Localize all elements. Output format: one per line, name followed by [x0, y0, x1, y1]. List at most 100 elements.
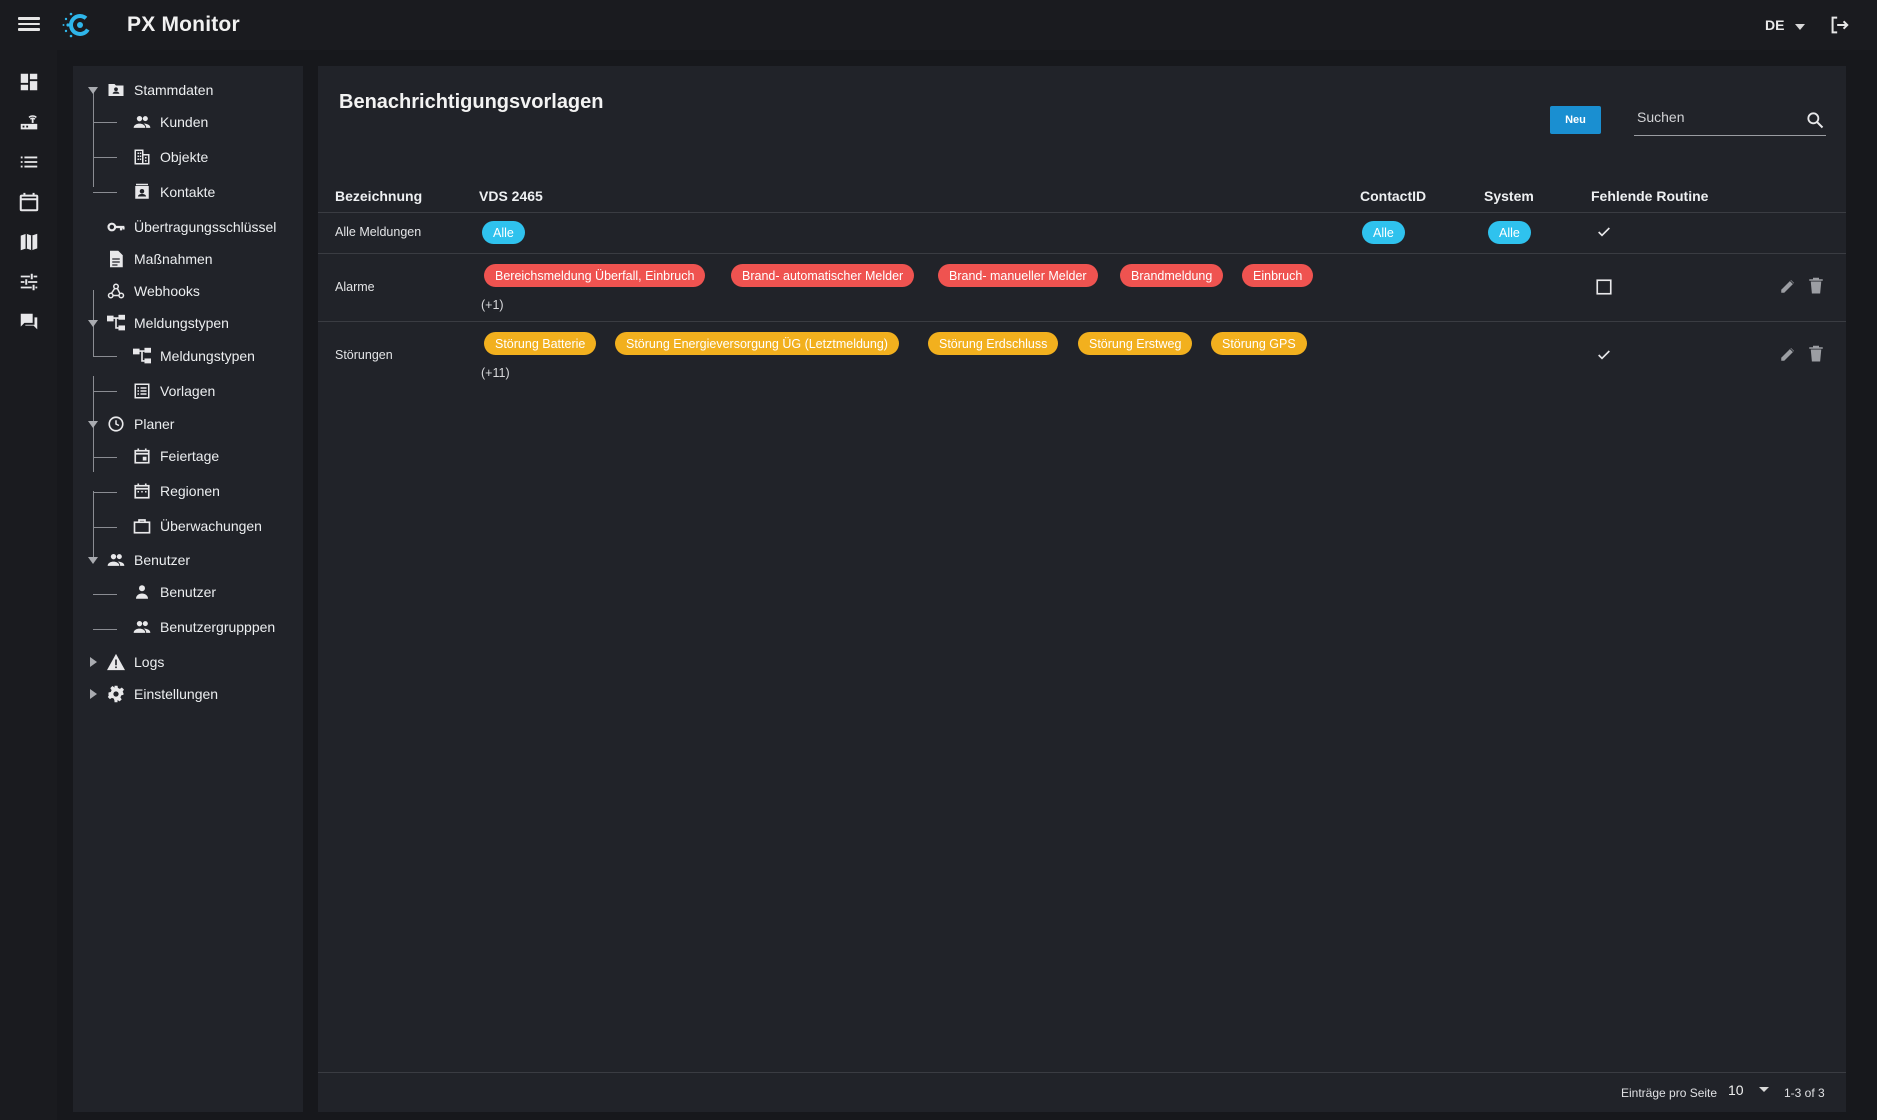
tree-label: Objekte	[160, 149, 209, 165]
chevron-down-icon[interactable]	[1795, 24, 1805, 30]
expand-arrow-icon[interactable]	[90, 657, 97, 667]
check-icon	[1595, 346, 1613, 364]
new-button[interactable]: Neu	[1550, 106, 1601, 134]
tree-connector	[93, 356, 117, 357]
navigation-tree: Stammdaten Kunden Objekte Kontakte Übert…	[73, 66, 303, 1112]
tree-item-objekte[interactable]: Objekte	[132, 145, 208, 169]
vds-chip: Brand- manueller Melder	[938, 264, 1098, 287]
vds-chip: Störung GPS	[1211, 332, 1307, 355]
vds-chip: Brandmeldung	[1120, 264, 1224, 287]
tree-item-planer[interactable]: Planer	[88, 412, 174, 436]
tree-label: Webhooks	[134, 283, 200, 299]
expand-arrow-icon[interactable]	[88, 557, 98, 564]
pagination-range: 1-3 of 3	[1784, 1086, 1825, 1100]
tree-label: Benutzergrupppen	[160, 619, 276, 635]
top-bar: PX Monitor DE	[0, 0, 1877, 50]
more-count[interactable]: (+1)	[481, 298, 504, 312]
tree-item-regionen[interactable]: Regionen	[132, 479, 220, 503]
tree-connector	[93, 457, 117, 458]
tree-label: Benutzer	[134, 552, 191, 568]
row-divider	[318, 321, 1846, 322]
dashboard-icon[interactable]	[15, 68, 43, 96]
vds-chip: Einbruch	[1242, 264, 1314, 287]
map-icon[interactable]	[15, 228, 43, 256]
tree-item-feiertage[interactable]: Feiertage	[132, 444, 219, 468]
footer-divider	[318, 1072, 1846, 1073]
list-alt-icon	[132, 381, 152, 401]
tune-icon[interactable]	[15, 268, 43, 296]
tree-label: Meldungstypen	[134, 315, 229, 331]
tree-item-kontakte[interactable]: Kontakte	[132, 180, 215, 204]
date-range-icon	[132, 481, 152, 501]
expand-arrow-icon[interactable]	[88, 320, 98, 327]
rows-per-page-select[interactable]: 10	[1728, 1082, 1744, 1098]
tree-connector	[93, 122, 117, 123]
vds-chip: Alle	[482, 221, 525, 244]
forum-icon[interactable]	[15, 308, 43, 336]
tree-item-meldungstypen-group[interactable]: Meldungstypen	[88, 311, 229, 335]
tree-label: Kunden	[160, 114, 209, 130]
check-icon	[1595, 223, 1613, 241]
logout-icon[interactable]	[1828, 14, 1850, 36]
expand-arrow-icon[interactable]	[88, 87, 98, 94]
router-icon[interactable]	[15, 108, 43, 136]
event-icon	[132, 446, 152, 466]
column-header-contactid[interactable]: ContactID	[1360, 188, 1427, 204]
expand-arrow-icon[interactable]	[90, 689, 97, 699]
tree-item-logs[interactable]: Logs	[88, 650, 164, 674]
tree-item-kunden[interactable]: Kunden	[132, 110, 208, 134]
document-icon	[106, 249, 126, 269]
tree-label: Stammdaten	[134, 82, 214, 98]
tree-connector	[93, 629, 117, 630]
row-name[interactable]: Alarme	[335, 280, 375, 294]
tree-label: Regionen	[160, 483, 220, 499]
search-icon[interactable]	[1805, 110, 1825, 130]
tree-item-vorlagen[interactable]: Vorlagen	[132, 379, 215, 403]
tree-item-meldungstypen[interactable]: Meldungstypen	[132, 344, 255, 368]
tree-label: Planer	[134, 416, 175, 432]
vds-chip: Brand- automatischer Melder	[731, 264, 915, 287]
app-title: PX Monitor	[127, 13, 240, 36]
column-header-system[interactable]: System	[1484, 188, 1534, 204]
calendar-icon[interactable]	[15, 188, 43, 216]
edit-icon[interactable]	[1778, 276, 1798, 296]
tree-item-stammdaten[interactable]: Stammdaten	[88, 78, 213, 102]
search-field[interactable]	[1634, 102, 1826, 136]
icon-rail	[0, 50, 57, 1120]
language-selector[interactable]: DE	[1765, 17, 1785, 33]
tree-item-webhooks[interactable]: Webhooks	[106, 279, 200, 303]
people-icon	[106, 550, 126, 570]
tree-item-benutzergruppen[interactable]: Benutzergrupppen	[132, 615, 275, 639]
delete-icon[interactable]	[1806, 344, 1826, 364]
tree-connector	[93, 527, 117, 528]
column-header-vds[interactable]: VDS 2465	[479, 188, 543, 204]
more-count[interactable]: (+11)	[481, 366, 510, 380]
column-header-bezeichnung[interactable]: Bezeichnung	[335, 188, 423, 204]
checkbox-unchecked-icon	[1595, 278, 1613, 296]
menu-icon[interactable]	[16, 14, 42, 36]
edit-icon[interactable]	[1778, 344, 1798, 364]
row-name[interactable]: Alle Meldungen	[335, 225, 422, 239]
tree-connector	[93, 192, 117, 193]
list-icon[interactable]	[15, 148, 43, 176]
tree-item-massnahmen[interactable]: Maßnahmen	[106, 247, 213, 271]
tree-item-uebertragungsschluessel[interactable]: Übertragungsschlüssel	[106, 215, 276, 239]
search-input[interactable]	[1637, 106, 1797, 128]
vds-chip: Störung Erdschluss	[928, 332, 1059, 355]
tree-label: Meldungstypen	[160, 348, 255, 364]
tree-item-ueberwachungen[interactable]: Überwachungen	[132, 514, 262, 538]
account-tree-icon	[106, 313, 126, 333]
tree-connector	[93, 492, 117, 493]
vds-chip: Bereichsmeldung Überfall, Einbruch	[484, 264, 706, 287]
tree-label: Übertragungsschlüssel	[134, 219, 277, 235]
delete-icon[interactable]	[1806, 276, 1826, 296]
row-divider	[318, 253, 1846, 254]
tree-item-benutzer-group[interactable]: Benutzer	[88, 548, 190, 572]
tree-item-einstellungen[interactable]: Einstellungen	[88, 682, 218, 706]
tree-item-benutzer[interactable]: Benutzer	[132, 580, 216, 604]
row-name[interactable]: Störungen	[335, 348, 393, 362]
column-header-fehlende-routine[interactable]: Fehlende Routine	[1591, 188, 1709, 204]
expand-arrow-icon[interactable]	[88, 421, 98, 428]
tree-label: Logs	[134, 654, 165, 670]
chevron-down-icon[interactable]	[1759, 1087, 1769, 1092]
